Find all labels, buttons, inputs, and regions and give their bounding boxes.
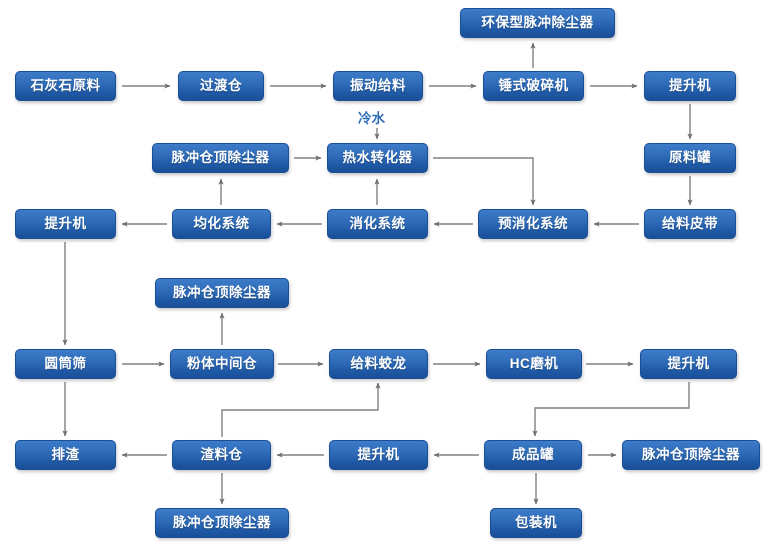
flow-node-homog_system[interactable]: 均化系统 <box>172 209 271 239</box>
flow-node-pulse_top_3[interactable]: 脉冲仓顶除尘器 <box>622 440 760 470</box>
flow-node-digest_system[interactable]: 消化系统 <box>327 209 428 239</box>
flow-node-transition_bin[interactable]: 过渡仓 <box>178 71 264 101</box>
flow-node-hammer_crusher[interactable]: 锤式破碎机 <box>483 71 584 101</box>
flow-node-limestone[interactable]: 石灰石原料 <box>15 71 116 101</box>
flow-node-pulse_top_1[interactable]: 脉冲仓顶除尘器 <box>152 143 289 173</box>
flow-node-hot_water_conv[interactable]: 热水转化器 <box>327 143 428 173</box>
flow-edge <box>221 382 381 437</box>
flow-node-hoist_1[interactable]: 提升机 <box>644 71 736 101</box>
flow-node-hoist_4[interactable]: 提升机 <box>329 440 428 470</box>
flow-node-slag_bin[interactable]: 渣料仓 <box>172 440 271 470</box>
flow-node-env_pulse_collector[interactable]: 环保型脉冲除尘器 <box>460 8 615 38</box>
flow-node-pulse_top_4[interactable]: 脉冲仓顶除尘器 <box>155 508 289 538</box>
flow-node-drum_screen[interactable]: 圆筒筛 <box>15 349 116 379</box>
flow-node-feed_belt[interactable]: 给料皮带 <box>644 209 736 239</box>
flow-node-powder_bin[interactable]: 粉体中间仓 <box>170 349 274 379</box>
flow-edge <box>433 157 536 206</box>
flow-node-hoist_3[interactable]: 提升机 <box>640 349 737 379</box>
flow-node-hc_mill[interactable]: HC磨机 <box>486 349 582 379</box>
flow-node-vibrating_feeder[interactable]: 振动给料 <box>333 71 423 101</box>
flow-node-product_tank[interactable]: 成品罐 <box>484 440 582 470</box>
flow-node-predigest_system[interactable]: 预消化系统 <box>478 209 588 239</box>
flow-node-hoist_2[interactable]: 提升机 <box>15 209 116 239</box>
flow-node-raw_tank[interactable]: 原料罐 <box>644 143 736 173</box>
flow-node-pulse_top_2[interactable]: 脉冲仓顶除尘器 <box>155 278 289 308</box>
flow-node-feed_screw[interactable]: 给料蛟龙 <box>329 349 428 379</box>
flow-node-slag_discharge[interactable]: 排渣 <box>15 440 116 470</box>
flow-node-packing_machine[interactable]: 包装机 <box>490 508 582 538</box>
flow-edge <box>532 382 690 437</box>
flow-label-cold_water: 冷水 <box>358 111 385 126</box>
